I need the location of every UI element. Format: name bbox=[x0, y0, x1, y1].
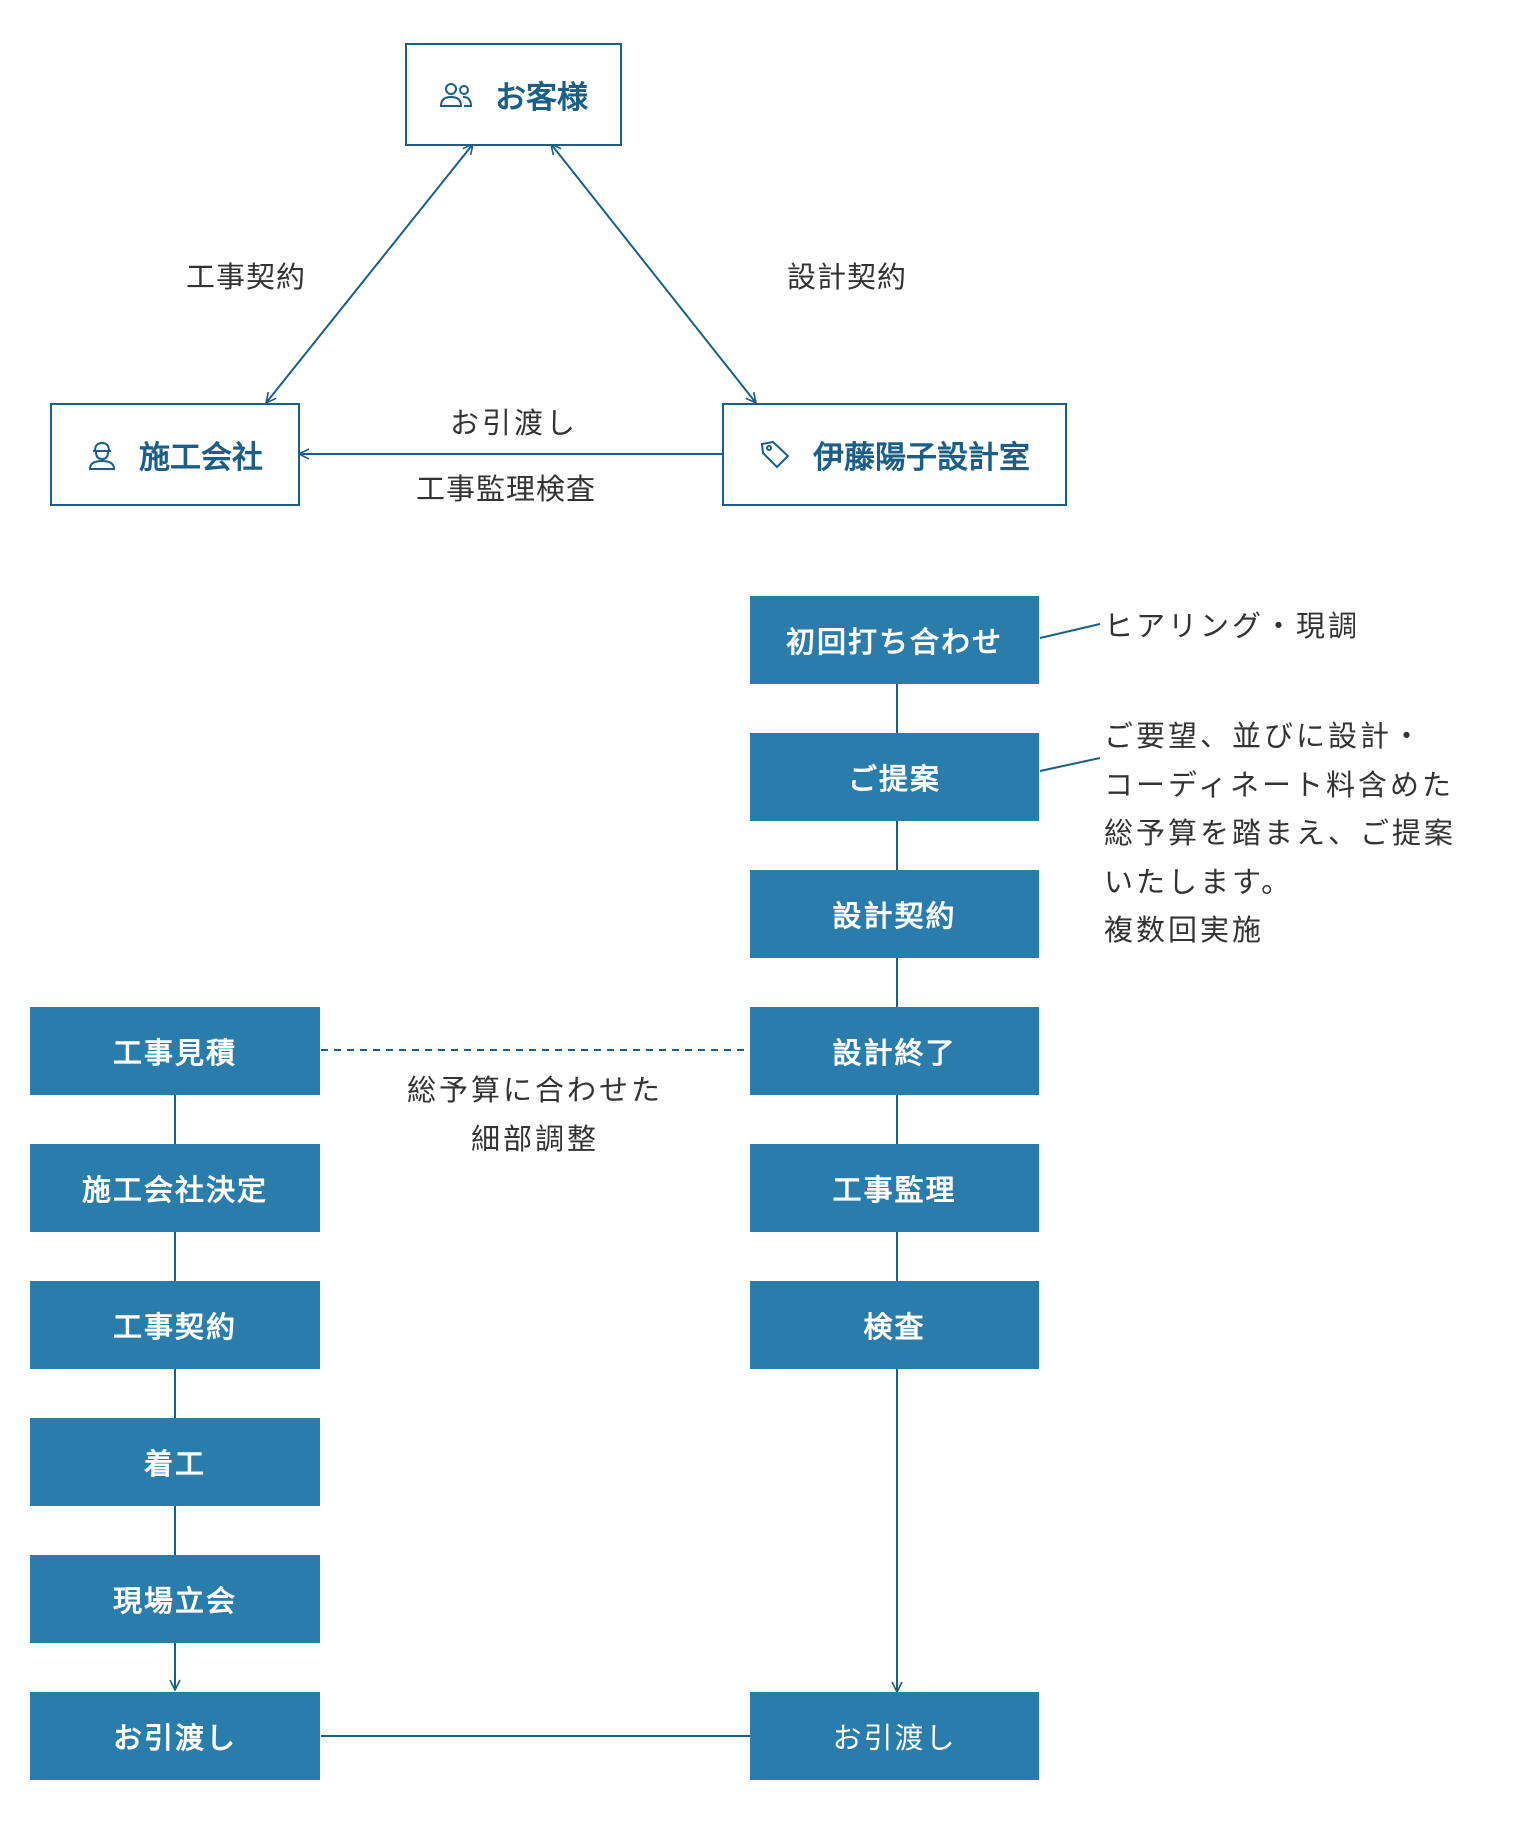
design-contract-label: 設計契約 bbox=[787, 260, 908, 294]
proposal-leader bbox=[1039, 757, 1101, 772]
adjust-note: 総予算に合わせた 細部調整 bbox=[385, 1066, 685, 1163]
construction-step-contract: 工事契約 bbox=[30, 1281, 320, 1369]
worker-icon bbox=[87, 440, 117, 470]
adjust-note-line: 細部調整 bbox=[470, 1121, 599, 1156]
supervision-inspection-label: 工事監理検査 bbox=[416, 472, 597, 506]
proposal-note-line: 複数回実施 bbox=[1104, 913, 1265, 947]
customer-contractor-arrow bbox=[266, 144, 473, 403]
proposal-note-line: 総予算を踏まえ、ご提案 bbox=[1104, 816, 1457, 850]
construction-contract-label: 工事契約 bbox=[186, 260, 307, 294]
design-step-initial-meeting: 初回打ち合わせ bbox=[750, 596, 1039, 684]
proposal-note: ご要望、並びに設計・ コーディネート料含めた 総予算を踏まえ、ご提案 いたします… bbox=[1104, 712, 1456, 955]
contractor-label: 施工会社 bbox=[139, 440, 263, 476]
design-step-proposal: ご提案 bbox=[750, 733, 1039, 821]
tag-icon bbox=[759, 440, 791, 470]
handover-label: お引渡し bbox=[450, 406, 579, 440]
construction-step-site-visit: 現場立会 bbox=[30, 1555, 320, 1643]
proposal-note-line: ご要望、並びに設計・ bbox=[1104, 719, 1425, 753]
construction-step-estimate: 工事見積 bbox=[30, 1007, 320, 1095]
construction-step-contractor-decision: 施工会社決定 bbox=[30, 1144, 320, 1232]
design-step-inspection: 検査 bbox=[750, 1281, 1039, 1369]
design-step-design-complete: 設計終了 bbox=[750, 1007, 1039, 1095]
design-step-supervision: 工事監理 bbox=[750, 1144, 1039, 1232]
customer-designer-arrow bbox=[551, 144, 756, 403]
construction-step-handover: お引渡し bbox=[30, 1692, 320, 1780]
designer-label: 伊藤陽子設計室 bbox=[813, 440, 1030, 476]
construction-step-start: 着工 bbox=[30, 1418, 320, 1506]
proposal-note-line: コーディネート料含めた bbox=[1104, 767, 1454, 802]
adjust-note-line: 総予算に合わせた bbox=[406, 1073, 663, 1107]
proposal-note-line: いたします。 bbox=[1104, 864, 1294, 899]
users-icon bbox=[439, 82, 473, 108]
design-step-design-contract: 設計契約 bbox=[750, 870, 1039, 958]
contractor-box: 施工会社 bbox=[50, 403, 300, 506]
hearing-leader bbox=[1039, 623, 1101, 639]
customer-label: お客様 bbox=[495, 80, 588, 116]
design-step-handover: お引渡し bbox=[750, 1692, 1039, 1780]
hearing-note: ヒアリング・現調 bbox=[1104, 609, 1361, 643]
customer-box: お客様 bbox=[405, 43, 622, 146]
designer-box: 伊藤陽子設計室 bbox=[722, 403, 1067, 506]
